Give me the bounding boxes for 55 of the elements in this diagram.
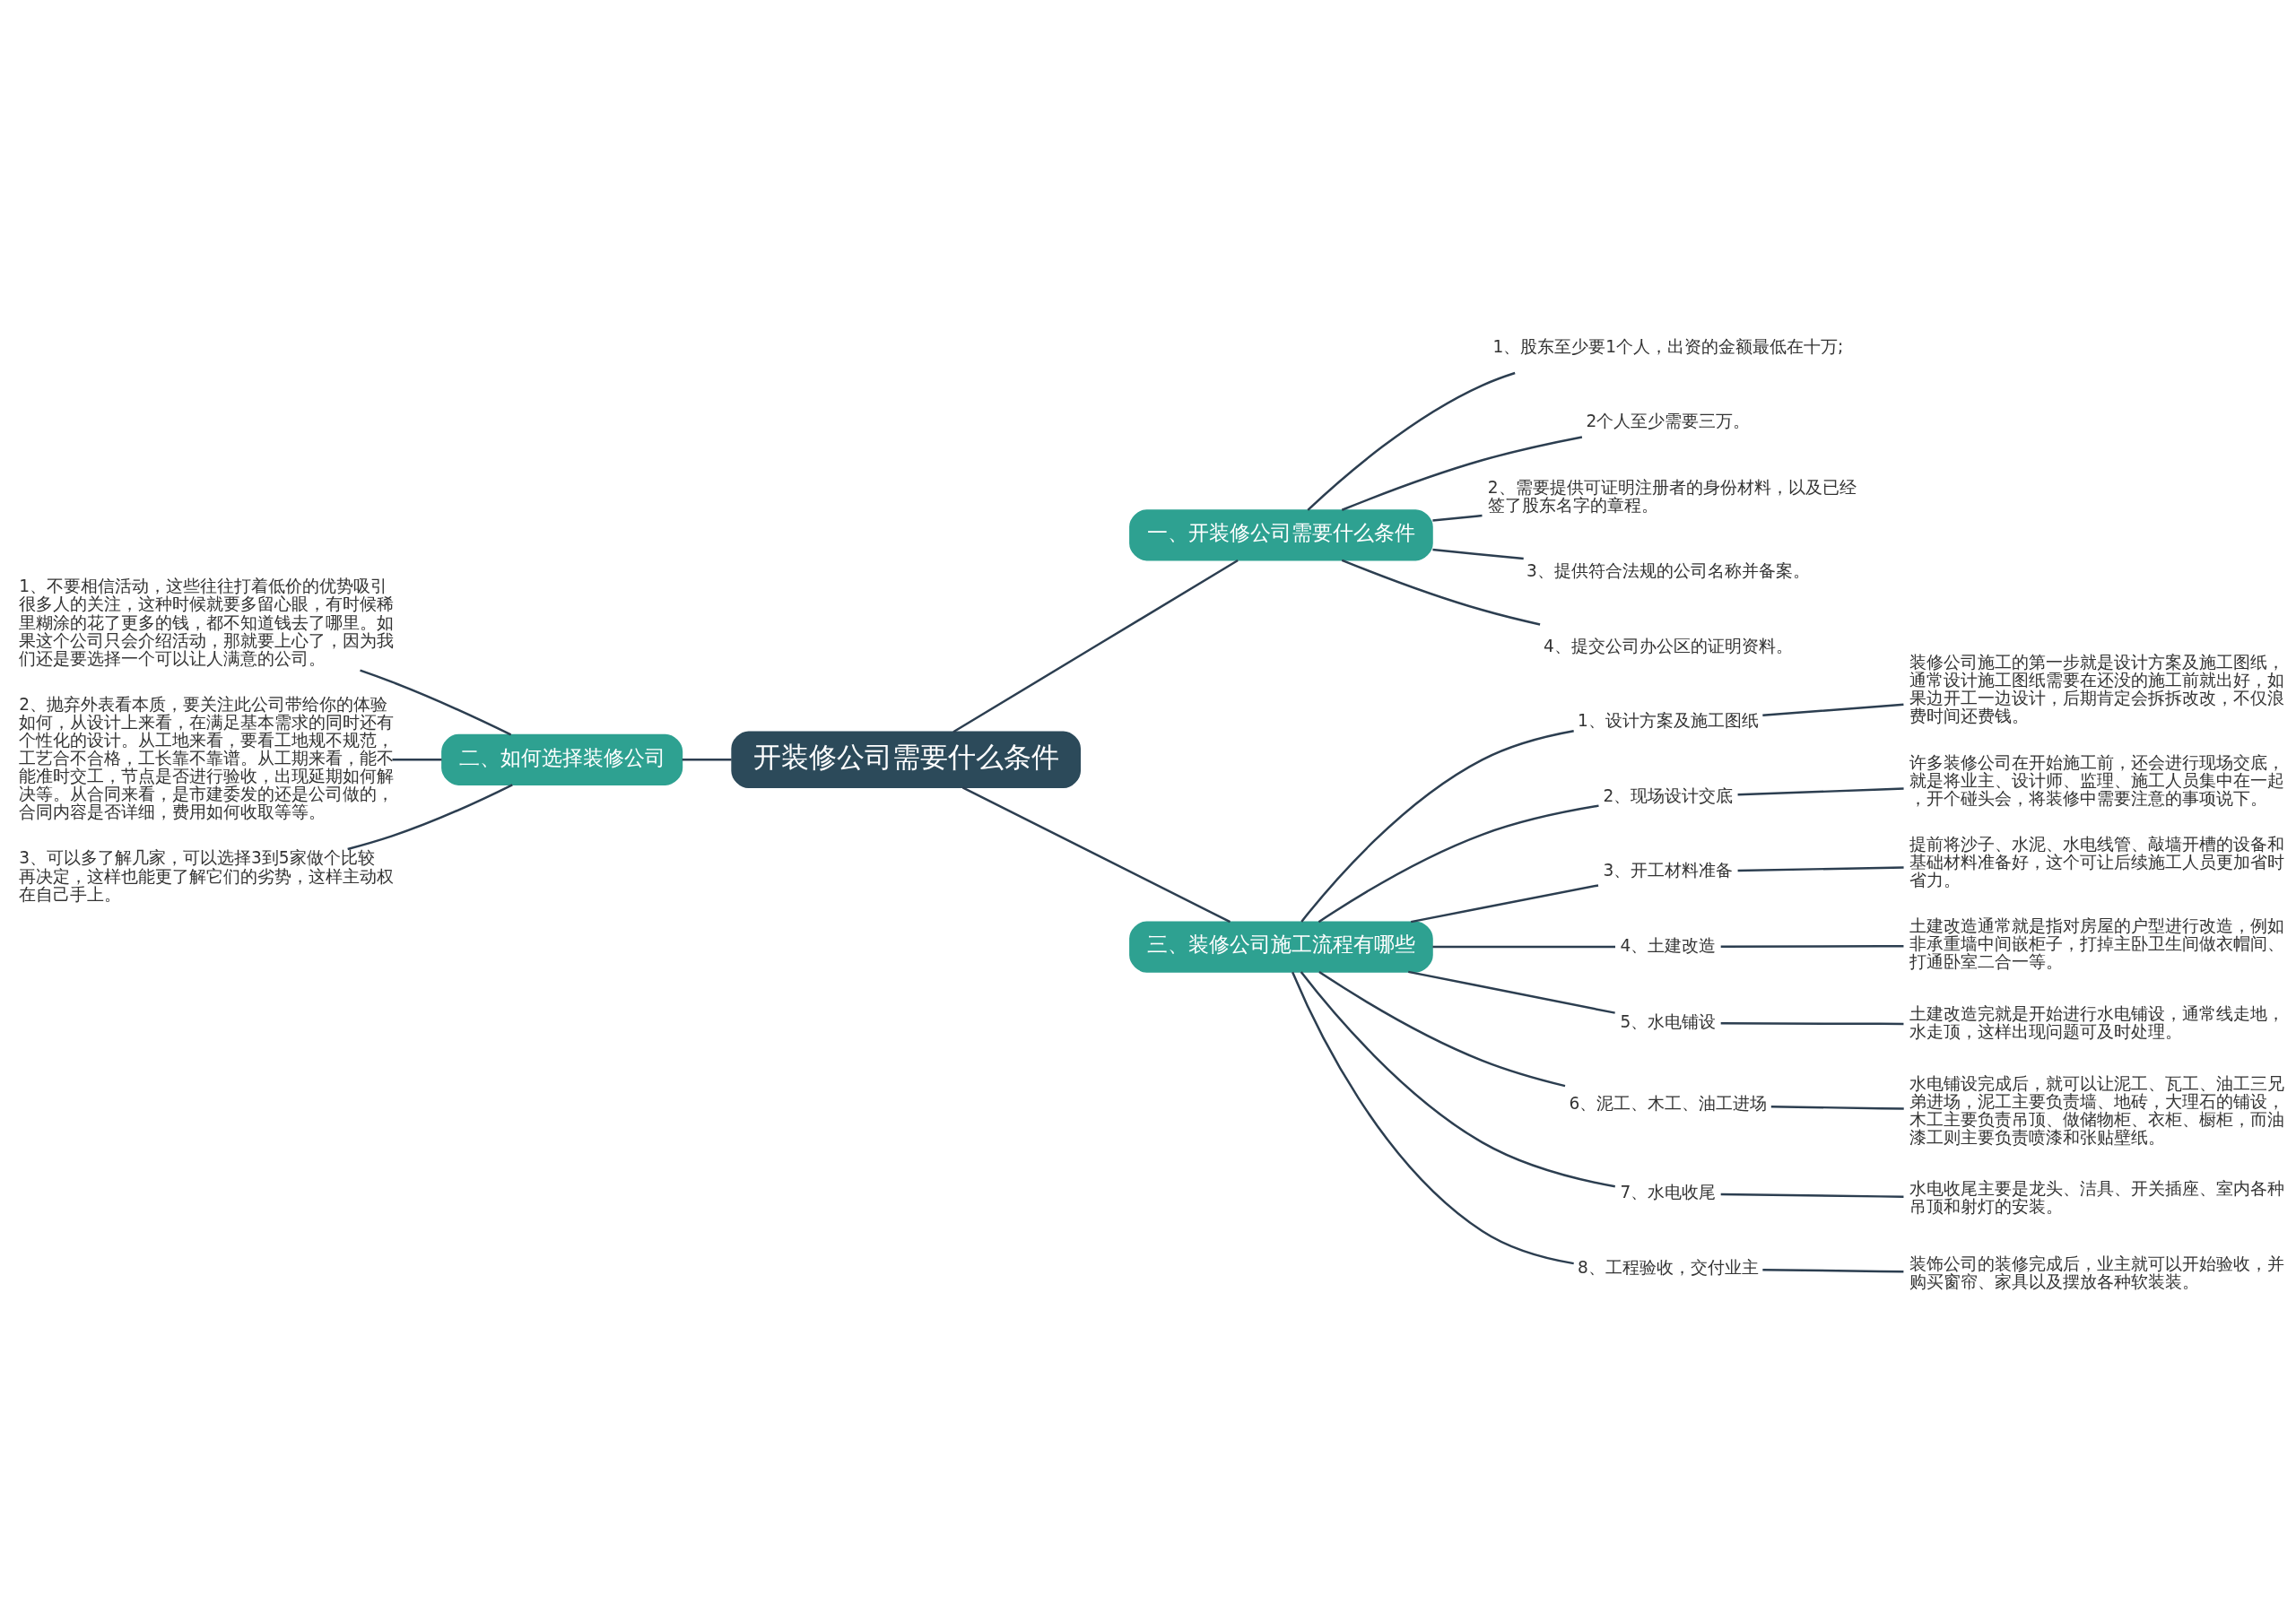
node-text: 土建改造完就是开始进行水电铺设，通常线走地，水走顶，这样出现问题可及时处理。 [1909,1004,2284,1042]
connector [1770,1105,1904,1110]
node-text: 4、提交公司办公区的证明资料。 [1543,636,1793,655]
node-text: 2、现场设计交底 [1603,785,1734,805]
connector [1408,970,1615,1014]
connector [1737,866,1904,872]
node-text: 4、土建改造 [1620,935,1717,955]
connector [1318,804,1599,924]
connector [1318,971,1566,1088]
connector [1720,1193,1904,1198]
node-box: 开装修公司需要什么条件 [731,731,1081,788]
node-text: 6、泥工、木工、油工进场 [1569,1094,1768,1114]
connector [1411,884,1599,924]
node-text: 许多装修公司在开始施工前，还会进行现场交底，就是将业主、设计师、监理、施工人员集中在一起，开个碰头会，将装修中需要注意的事项说下。 [1909,752,2284,808]
connector [682,759,732,761]
connector [360,669,512,736]
connector [392,759,442,761]
connector [1762,1268,1904,1273]
node-text: 2、抛弃外表看本质，要关注此公司带给你的体验如何，从设计上来看，在满足基本需求的同时还有个性化的设计。从工地来看，要看工地规不规范，工艺合不合格，工长靠不靠谱。从工期来看，能不能准时交工，节点是否进行验收，出现延期如何解决等。从合同来看，是市建委发的还是公司做的，合同内容是否详细，费用如何收取等等。 [19,694,395,822]
node-text: 1、不要相信活动，这些往往打着低价的优势吸引很多人的关注，这种时候就要多留心眼，有时候稀里糊涂的花了更多的钱，都不知道钱去了哪里。如果这个公司只会介绍活动，那就要上心了，因为我们还是要选择一个可以让人满意的公司。 [19,577,395,668]
connector [1720,1022,1904,1026]
node-text: 装修公司施工的第一步就是设计方案及施工图纸，通常设计施工图纸需要在还没的施工前就出好，如果边开工一边设计，后期肯定会拆拆改改，不仅浪费时间还费钱。 [1909,652,2284,725]
connector [1432,514,1483,522]
node-text: 1、股东至少要1个人，出资的金额最低在十万; [1492,336,1844,356]
connector [1762,703,1904,716]
connector [1307,371,1516,511]
node-text: 2、需要提供可证明注册者的身份材料，以及已经签了股东名字的章程。 [1487,477,1857,515]
connector [1300,971,1615,1188]
node-text: 水电铺设完成后，就可以让泥工、瓦工、油工三兄弟进场，泥工主要负责墙、地砖，大理石的铺设，木工主要负责吊顶、做储物柜、衣柜、橱柜，而油漆工则主要负责喷漆和张贴壁纸。 [1909,1073,2284,1148]
connector [1292,971,1574,1265]
node-text: 1、设计方案及施工图纸 [1577,711,1759,731]
node-box: 二、如何选择装修公司 [441,733,683,785]
node-text: 3、提供符合法规的公司名称并备案。 [1526,561,1810,581]
node-text: 7、水电收尾 [1620,1183,1717,1202]
node-text: 水电收尾主要是龙头、洁具、开关插座、室内各种吊顶和射灯的安装。 [1909,1179,2284,1217]
node-text: 3、开工材料准备 [1603,861,1734,880]
connector [1341,559,1541,626]
connector [1341,436,1583,511]
connector [961,786,1231,924]
node-text: 3、可以多了解几家，可以选择3到5家做个比较再决定，这样也能更了解它们的劣势，这样主动权在自己手上。 [19,848,395,904]
connector [1737,787,1904,796]
connector [1432,548,1524,560]
connector [1300,729,1574,923]
connector [1432,945,1615,949]
node-text: 8、工程验收，交付业主 [1577,1257,1759,1277]
node-text: 土建改造通常就是指对房屋的户型进行改造，例如非承重墙中间嵌柜子，打掉主卧卫生间做衣帽间、打通卧室二合一等。 [1909,916,2284,972]
connector [952,559,1239,733]
node-text: 5、水电铺设 [1620,1011,1717,1031]
node-text: 装饰公司的装修完成后，业主就可以开始验收，并购买窗帘、家具以及摆放各种软装装。 [1909,1253,2284,1291]
node-text: 提前将沙子、水泥、水电线管、敲墙开槽的设备和基础材料准备好，这个可让后续施工人员更加省时省力。 [1909,834,2284,890]
node-box: 三、装修公司施工流程有哪些 [1129,921,1433,973]
connector [1720,944,1904,949]
connector [347,784,513,851]
node-text: 2个人至少需要三万。 [1586,412,1751,431]
node-box: 一、开装修公司需要什么条件 [1129,509,1433,561]
